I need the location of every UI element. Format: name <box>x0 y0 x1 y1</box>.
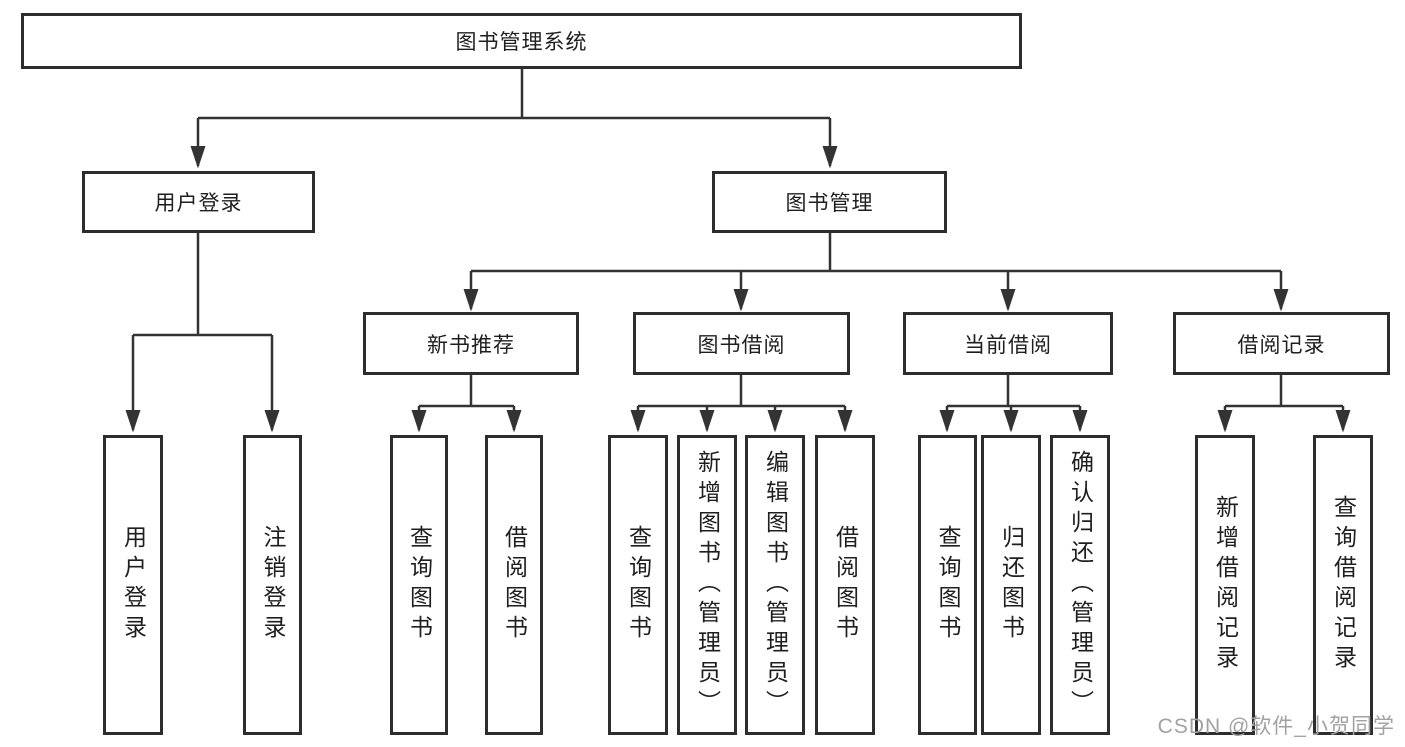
leaf-query-borrow-record-label: 查询借阅记录 <box>1330 495 1357 675</box>
node-new-book-recommend-label: 新书推荐 <box>427 333 515 357</box>
node-user-login-label: 用户登录 <box>154 192 243 215</box>
leaf-logout-login-label: 注销登录 <box>260 525 286 645</box>
node-borrowing-records: 借阅记录 <box>1173 312 1390 375</box>
leaf-borrow-books-recommend-label: 借阅图书 <box>501 525 528 645</box>
connector-user-login-rail <box>133 233 272 337</box>
node-new-book-recommend: 新书推荐 <box>363 312 579 375</box>
connector-current-borrowing-rail <box>947 375 1080 408</box>
leaf-add-books-admin-label: 新增图书（管理员） <box>694 450 721 720</box>
connector-book-management-rail <box>471 233 1281 273</box>
leaf-borrow-books-borrowing: 借阅图书 <box>815 435 875 735</box>
node-book-management-label: 图书管理 <box>785 192 874 215</box>
node-user-login: 用户登录 <box>82 171 315 233</box>
leaf-borrow-books-borrowing-label: 借阅图书 <box>832 525 859 645</box>
leaf-confirm-return-admin-label: 确认归还（管理员） <box>1067 450 1094 720</box>
leaf-edit-books-admin: 编辑图书（管理员） <box>745 435 805 735</box>
leaf-add-books-admin: 新增图书（管理员） <box>677 435 737 735</box>
node-book-management: 图书管理 <box>712 171 947 233</box>
leaf-edit-books-admin-label: 编辑图书（管理员） <box>762 450 789 720</box>
connector-book-borrowing-rail <box>638 375 845 408</box>
leaf-confirm-return-admin: 确认归还（管理员） <box>1050 435 1110 735</box>
node-root: 图书管理系统 <box>21 13 1022 69</box>
leaf-return-books-label: 归还图书 <box>998 525 1025 645</box>
leaf-query-books-current: 查询图书 <box>918 435 977 735</box>
leaf-query-books-borrowing-label: 查询图书 <box>625 525 652 645</box>
leaf-query-books-current-label: 查询图书 <box>935 525 961 645</box>
leaf-query-books-recommend-label: 查询图书 <box>406 525 433 645</box>
leaf-query-books-recommend: 查询图书 <box>390 435 448 735</box>
connector-new-book-rail <box>419 375 514 408</box>
node-book-borrowing: 图书借阅 <box>633 312 850 375</box>
node-borrowing-records-label: 借阅记录 <box>1237 333 1326 357</box>
leaf-query-borrow-record: 查询借阅记录 <box>1313 435 1373 735</box>
leaf-add-borrow-record: 新增借阅记录 <box>1195 435 1255 735</box>
leaf-borrow-books-recommend: 借阅图书 <box>485 435 543 735</box>
leaf-user-login: 用户登录 <box>103 435 163 735</box>
leaf-logout-login: 注销登录 <box>243 435 302 735</box>
connector-root-rail <box>198 68 830 120</box>
node-current-borrowing-label: 当前借阅 <box>964 333 1052 357</box>
node-root-label: 图书管理系统 <box>455 31 588 54</box>
csdn-watermark: CSDN @软件_小贺同学 <box>1157 715 1395 738</box>
connector-borrowing-records-rail <box>1225 375 1343 408</box>
leaf-user-login-label: 用户登录 <box>120 525 147 645</box>
node-book-borrowing-label: 图书借阅 <box>697 333 786 357</box>
node-current-borrowing: 当前借阅 <box>903 312 1113 375</box>
leaf-return-books: 归还图书 <box>981 435 1041 735</box>
leaf-query-books-borrowing: 查询图书 <box>608 435 668 735</box>
leaf-add-borrow-record-label: 新增借阅记录 <box>1212 495 1239 675</box>
